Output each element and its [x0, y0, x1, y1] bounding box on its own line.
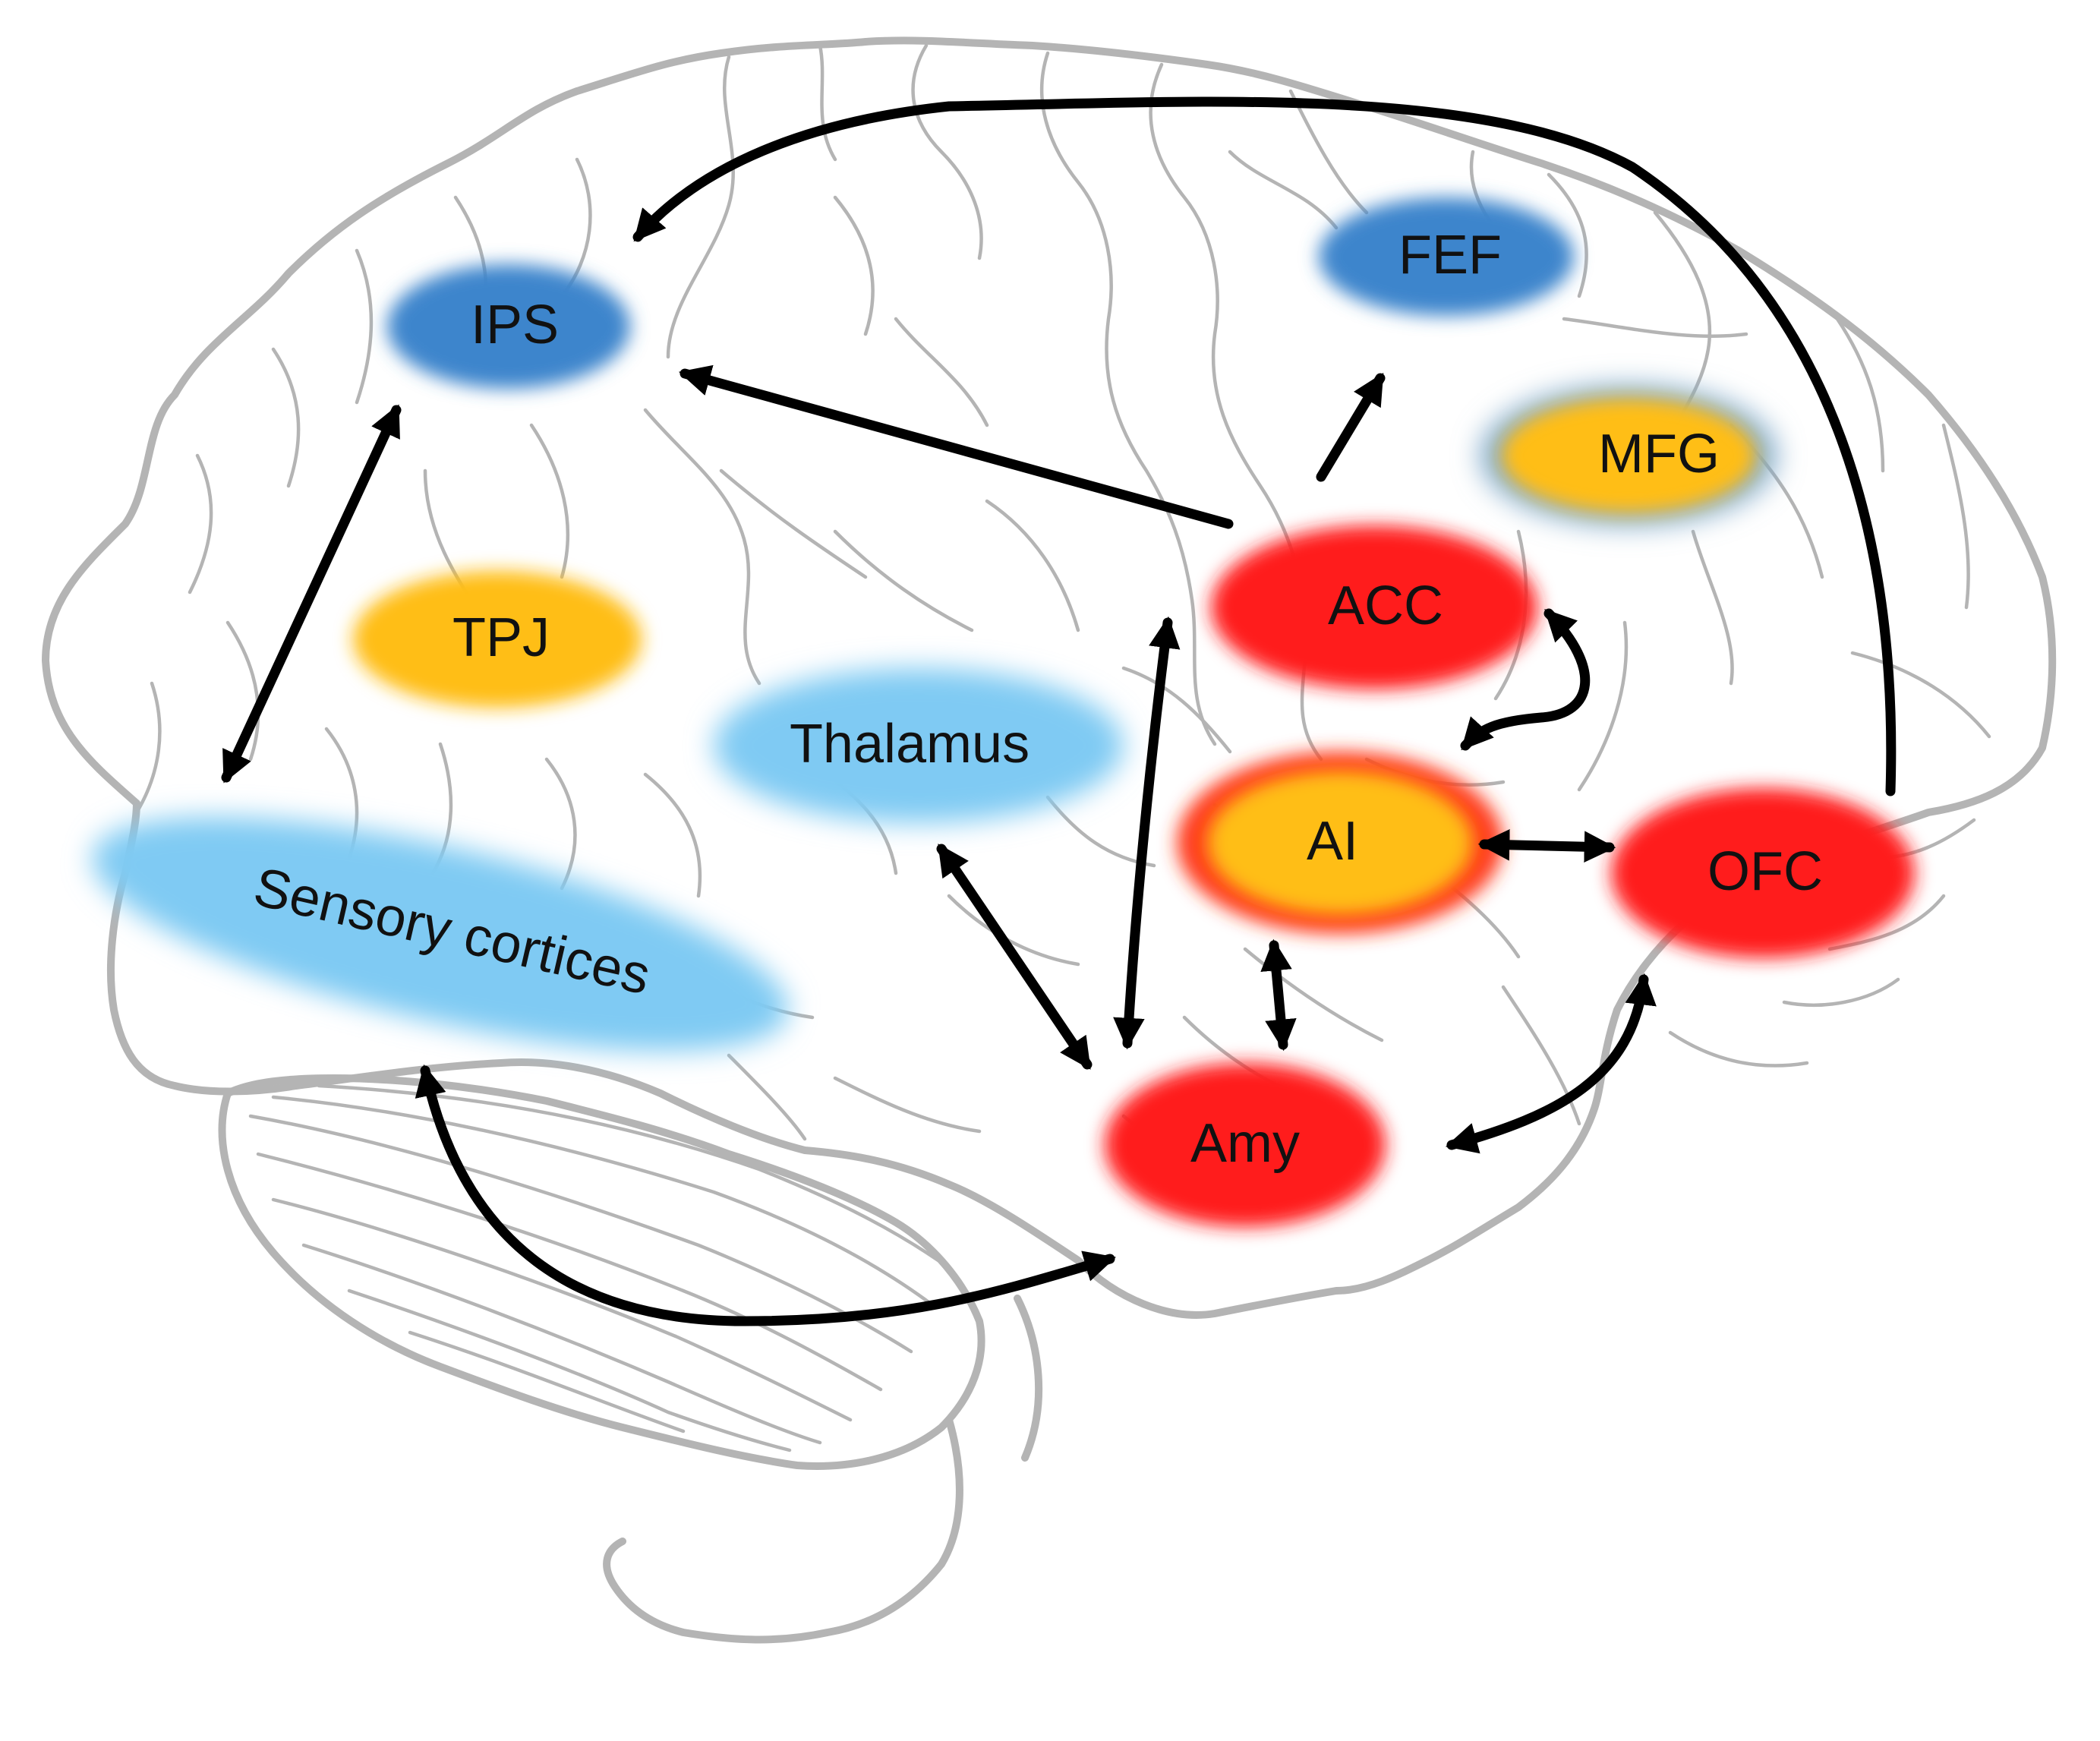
mfg-label: MFG	[1598, 424, 1720, 484]
tpj-label: TPJ	[452, 607, 550, 668]
arrow-acc-to-ips	[678, 364, 1234, 529]
arrow-acc-amy	[1113, 616, 1181, 1050]
region-thalamus: Thalamus	[714, 668, 1124, 823]
amy-blob	[1105, 1063, 1386, 1227]
region-fef: FEF	[1319, 197, 1574, 316]
arrow-ofc-to-ips	[632, 96, 1897, 796]
tpj-blob	[353, 571, 642, 708]
region-acc: ACC	[1211, 525, 1537, 689]
ips-label: IPS	[471, 295, 559, 355]
region-ofc: OFC	[1611, 788, 1915, 958]
ips-blob	[387, 264, 630, 389]
arrow-ai-amy	[1260, 938, 1297, 1052]
mfg-blob	[1501, 398, 1756, 513]
region-sensory-cortices: Sensory cortices	[92, 816, 789, 1052]
region-ai: AI	[1177, 752, 1503, 934]
connections	[221, 96, 1897, 1326]
brainstem-outline	[603, 1416, 963, 1644]
region-tpj: TPJ	[353, 571, 642, 708]
ai-label: AI	[1307, 811, 1358, 872]
arrow-ips-sensory	[221, 404, 402, 784]
brainstem-front	[1014, 1295, 1043, 1462]
cerebellum-outline	[218, 1074, 985, 1470]
amy-label: Amy	[1190, 1113, 1300, 1174]
arrow-ai-ofc	[1477, 829, 1616, 863]
thalamus-label: Thalamus	[790, 714, 1030, 774]
arrow-ofc-amy	[1445, 973, 1657, 1154]
arrow-acc-ai	[1460, 608, 1591, 751]
acc-blob	[1211, 525, 1537, 689]
ai-blob	[1207, 771, 1473, 915]
sensory-cortices-blob	[92, 816, 789, 1052]
cerebellum-folia	[248, 1083, 951, 1452]
region-ips: IPS	[387, 264, 630, 389]
cerebrum-outline	[42, 36, 2057, 1319]
arrow-acc-to-fef	[1316, 372, 1386, 482]
region-mfg: MFG	[1480, 386, 1777, 525]
brain-regions: IPS FEF MFG TPJ ACC AI OFC	[92, 197, 1915, 1227]
thalamus-blob	[714, 668, 1124, 823]
arrow-sensory-amy	[415, 1064, 1116, 1326]
ofc-label: OFC	[1707, 841, 1823, 902]
ofc-blob	[1611, 788, 1915, 958]
fef-blob	[1319, 197, 1574, 316]
region-amy: Amy	[1105, 1063, 1386, 1227]
arrow-thalamus-amy	[936, 844, 1093, 1070]
fef-label: FEF	[1398, 225, 1502, 285]
acc-label: ACC	[1328, 576, 1443, 636]
